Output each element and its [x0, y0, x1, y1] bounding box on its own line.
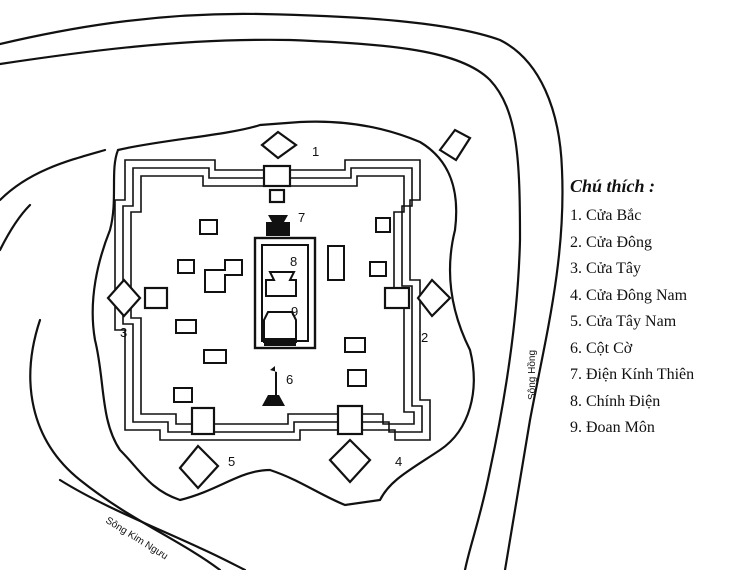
legend-item: 4. Cửa Đông Nam: [570, 286, 688, 304]
building: [347, 369, 367, 387]
legend-item: 3. Cửa Tây: [570, 260, 642, 277]
river-bank-left-far: [0, 203, 32, 252]
building: [375, 217, 391, 233]
bridge-northeast: [438, 128, 472, 162]
label-2: 2: [421, 330, 428, 345]
building: [177, 259, 195, 274]
river-label-song-kim-nguu: Sông Kim Ngưu: [103, 515, 169, 562]
dien-kinh-thien: [266, 215, 290, 236]
building: [327, 245, 345, 281]
flag-tower: [262, 366, 285, 406]
gate-southeast: [328, 404, 372, 484]
moat-outline: [91, 120, 475, 507]
palace-enclosure: [253, 236, 317, 350]
gate-north: [260, 130, 298, 204]
label-1: 1: [312, 144, 319, 159]
gate-west: [106, 278, 169, 318]
building: [199, 219, 218, 235]
legend-title: Chú thích :: [570, 176, 656, 196]
label-9: 9: [291, 304, 298, 319]
river-bank-kimnguu: [58, 478, 247, 570]
legend-item: 7. Điện Kính Thiên: [570, 366, 695, 383]
river-bank-left: [29, 318, 222, 570]
label-8: 8: [290, 254, 297, 269]
chinh-dien: [265, 271, 297, 297]
wall-inner: [130, 175, 415, 425]
building: [173, 387, 193, 403]
building: [203, 349, 227, 364]
legend-item: 6. Cột Cờ: [570, 339, 633, 357]
river-bank-top-outer: [0, 12, 564, 570]
label-7: 7: [298, 210, 305, 225]
wall-middle: [122, 167, 423, 433]
legend-item: 1. Cửa Bắc: [570, 207, 642, 224]
legend-item: 8. Chính Điện: [570, 392, 661, 410]
palace-inner: [261, 244, 309, 342]
label-4: 4: [395, 454, 402, 469]
label-5: 5: [228, 454, 235, 469]
river-bank-left-outer: [0, 148, 107, 202]
river-bank-top-inner: [0, 38, 522, 570]
river-label-song-hong: Sông Hồng: [526, 350, 538, 400]
legend-item: 5. Cửa Tây Nam: [570, 313, 677, 330]
building: [344, 337, 366, 353]
building: [175, 319, 197, 334]
legend-item: 2. Cửa Đông: [570, 233, 652, 251]
legend: Chú thích : 1. Cửa Bắc 2. Cửa Đông 3. Cử…: [570, 176, 694, 442]
legend-item: 9. Đoan Môn: [570, 419, 655, 436]
building: [204, 259, 243, 293]
label-3: 3: [120, 325, 127, 340]
building: [369, 261, 387, 277]
doan-mon-base: [264, 338, 296, 346]
gate-southwest: [178, 406, 220, 490]
gate-east: [383, 278, 452, 318]
label-6: 6: [286, 372, 293, 387]
wall-outer: [114, 159, 431, 441]
